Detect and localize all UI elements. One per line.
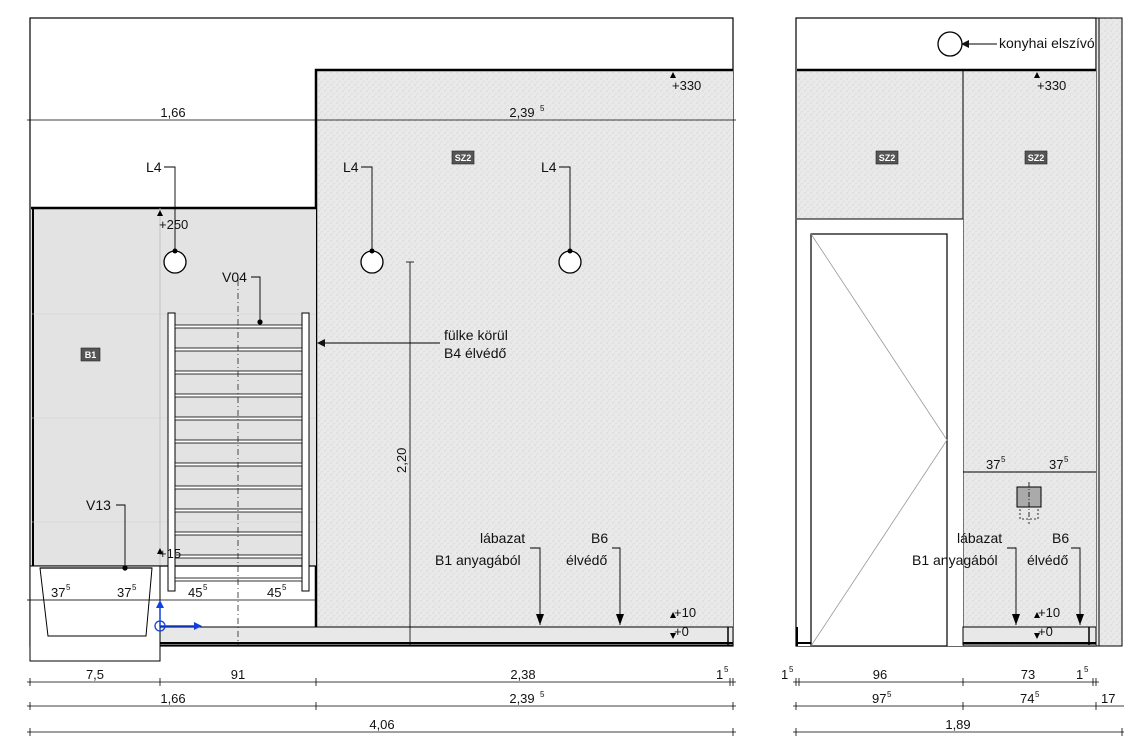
dim-top-239: 2,39 [509, 105, 534, 120]
label-l4-right: L4 [541, 159, 557, 175]
svg-text:SZ2: SZ2 [455, 153, 472, 163]
dim-b1-91: 91 [231, 667, 245, 682]
bathtub [39, 567, 153, 637]
tag-b1 [80, 347, 101, 362]
svg-text:5: 5 [1064, 455, 1069, 464]
right-elevation: 37 5 37 5 konyhai elszívó SZ2 SZ2 +330 +… [781, 17, 1124, 736]
dim-r1-15r: 1 [1076, 667, 1083, 682]
radiator-rung [174, 370, 303, 375]
label-v04: V04 [222, 269, 247, 285]
radiator-rung [174, 347, 303, 352]
dim-b2-166: 1,66 [160, 691, 185, 706]
tag-sz2-right-b [1024, 150, 1048, 165]
level-0-right: +0 [1038, 624, 1053, 639]
radiator-rung [174, 577, 303, 582]
label-v13: V13 [86, 497, 111, 513]
radiator-rung [174, 416, 303, 421]
svg-text:5: 5 [789, 665, 794, 674]
dim-r3-189: 1,89 [945, 717, 970, 732]
svg-text:5: 5 [1001, 455, 1006, 464]
radiator-rung [174, 554, 303, 559]
label-b6-right-2: élvédő [1027, 552, 1068, 568]
radiator-rung [174, 324, 303, 329]
door-swing [810, 233, 948, 647]
dim-b3-406: 4,06 [369, 717, 394, 732]
svg-text:5: 5 [724, 665, 729, 674]
level-10-left: +10 [674, 605, 696, 620]
svg-text:SZ2: SZ2 [1028, 153, 1045, 163]
left-elevation: L4 L4 L4 V04 V13 fülke körül B4 élvédő l… [27, 17, 736, 736]
dim-top-166: 1,66 [160, 105, 185, 120]
level-10-right: +10 [1038, 605, 1060, 620]
radiator-rung [174, 508, 303, 513]
svg-text:5: 5 [540, 690, 545, 699]
dim-vertical-220: 2,20 [394, 448, 409, 473]
dim-r1-15l: 1 [781, 667, 788, 682]
level-330-right: +330 [1037, 78, 1066, 93]
dim-box-a: 37 [986, 457, 1000, 472]
dim-r1-96: 96 [873, 667, 887, 682]
dim-top-239-sup: 5 [540, 104, 545, 113]
lamp-l4-right [558, 250, 582, 274]
dim-rad-a: 45 [188, 585, 202, 600]
axis-symbol [154, 600, 202, 632]
dim-r2-17: 17 [1101, 691, 1115, 706]
level-250: +250 [159, 217, 188, 232]
dim-b1-15: 1 [716, 667, 723, 682]
tag-sz2 [451, 150, 475, 165]
door [810, 233, 948, 647]
dim-tub-b: 37 [117, 585, 131, 600]
label-l4-left: L4 [146, 159, 162, 175]
label-labazat-right-1: lábazat [957, 530, 1002, 546]
level-0-left: +0 [674, 624, 689, 639]
level-330-left: +330 [672, 78, 701, 93]
radiator-rung [174, 462, 303, 467]
label-labazat-2: B1 anyagából [435, 552, 521, 568]
label-b6-1: B6 [591, 530, 608, 546]
level-15: +15 [159, 546, 181, 561]
dim-r2-745: 74 [1020, 691, 1034, 706]
svg-text:5: 5 [1084, 665, 1089, 674]
label-labazat-1: lábazat [480, 530, 525, 546]
label-b6-2: élvédő [566, 552, 607, 568]
towel-radiator [167, 280, 310, 645]
label-labazat-right-2: B1 anyagából [912, 552, 998, 568]
svg-text:5: 5 [203, 583, 208, 592]
dim-rad-b: 45 [267, 585, 281, 600]
radiator-rung [174, 393, 303, 398]
radiator-rung [174, 485, 303, 490]
label-l4-mid: L4 [343, 159, 359, 175]
tag-sz2-right-a [875, 150, 899, 165]
kitchen-hood [937, 31, 963, 57]
label-fulke-2: B4 élvédő [444, 345, 506, 361]
dim-b1-75: 7,5 [86, 667, 104, 682]
dim-r1-73: 73 [1021, 667, 1035, 682]
dim-b2-239: 2,39 [509, 691, 534, 706]
skirting-right [962, 626, 1097, 646]
radiator-rung [174, 531, 303, 536]
lamp-l4-mid [360, 250, 384, 274]
svg-text:5: 5 [887, 690, 892, 699]
lamp-l4-left [163, 250, 187, 274]
dim-b1-238: 2,38 [510, 667, 535, 682]
svg-text:5: 5 [282, 583, 287, 592]
svg-text:SZ2: SZ2 [879, 153, 896, 163]
svg-text:5: 5 [66, 583, 71, 592]
svg-text:5: 5 [1035, 690, 1040, 699]
sz2-tiled-area [316, 70, 733, 627]
right-wall-strip [1095, 17, 1123, 647]
label-hood: konyhai elszívó [999, 35, 1095, 51]
dim-box-b: 37 [1049, 457, 1063, 472]
label-b6-right-1: B6 [1052, 530, 1069, 546]
label-fulke-1: fülke körül [444, 327, 508, 343]
radiator-rung [174, 439, 303, 444]
svg-text:5: 5 [132, 583, 137, 592]
svg-text:B1: B1 [85, 350, 97, 360]
dim-r2-975: 97 [872, 691, 886, 706]
dim-tub-a: 37 [51, 585, 65, 600]
